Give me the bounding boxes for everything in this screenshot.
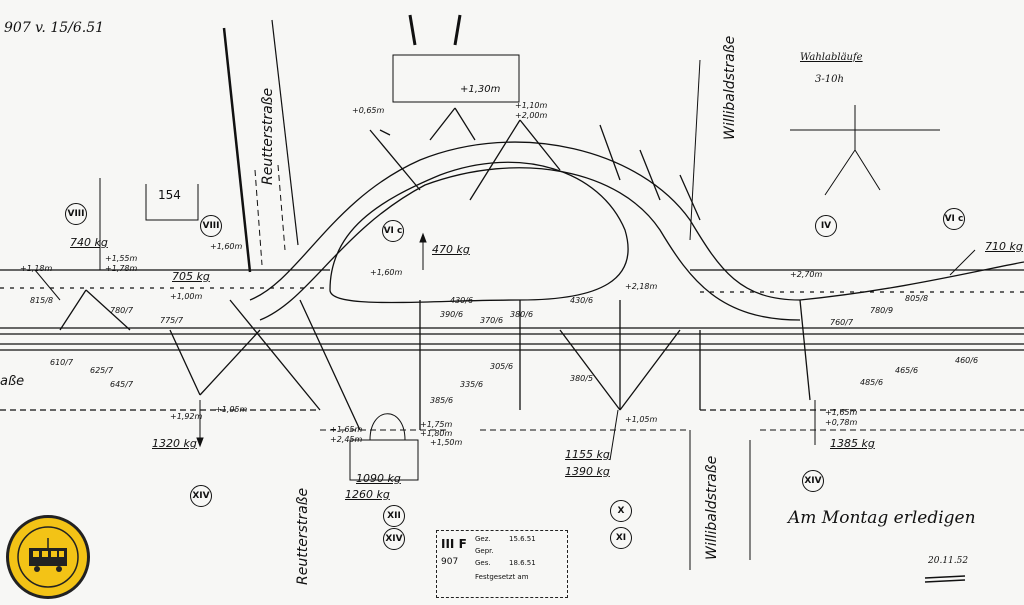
height-label: +1,65m bbox=[825, 408, 858, 417]
span-label: 805/8 bbox=[905, 294, 929, 303]
height-label: +1,92m bbox=[170, 412, 203, 421]
street-label-willibaldstrasse: Willibaldstraße bbox=[722, 35, 738, 140]
span-label: 380/5 bbox=[570, 374, 594, 383]
lower-box bbox=[349, 439, 419, 481]
load-label: 1155 kg bbox=[565, 448, 610, 461]
load-label: 710 kg bbox=[985, 240, 1023, 253]
load-label: 1090 kg bbox=[356, 472, 401, 485]
load-label: 1390 kg bbox=[565, 465, 610, 478]
block-number: 154 bbox=[158, 188, 181, 202]
span-label: 780/7 bbox=[110, 306, 134, 315]
height-label: +2,45m bbox=[330, 435, 363, 444]
top-right-note-2: 3-10h bbox=[815, 74, 844, 85]
stamp-code: III F bbox=[441, 537, 467, 551]
span-label: 485/6 bbox=[860, 378, 884, 387]
street-label-partial: aße bbox=[0, 374, 25, 389]
height-label: +1,75m bbox=[420, 420, 453, 429]
roman-marker: XI bbox=[610, 527, 632, 549]
load-arrows bbox=[34, 232, 976, 461]
height-label: +1,60m bbox=[370, 268, 403, 277]
top-right-sketch bbox=[790, 105, 940, 196]
height-label: +1,80m bbox=[420, 429, 453, 438]
span-label: 370/6 bbox=[480, 316, 504, 325]
street-label-reutterstrasse: Reutterstraße bbox=[260, 87, 276, 185]
roman-marker: VI c bbox=[943, 208, 965, 230]
load-label: 705 kg bbox=[172, 270, 210, 283]
span-label: 760/7 bbox=[830, 318, 854, 327]
height-label: +1,50m bbox=[430, 438, 463, 447]
span-label: 385/6 bbox=[430, 396, 454, 405]
title-stamp: III F 907 Gez. 15.6.51 Gepr. Ges. 18.6.5… bbox=[436, 530, 568, 598]
span-label: 335/6 bbox=[460, 380, 484, 389]
roman-marker: XII bbox=[383, 505, 405, 527]
top-pipes bbox=[408, 14, 462, 46]
span-label: 390/6 bbox=[440, 310, 464, 319]
load-label: 1320 kg bbox=[152, 437, 197, 450]
span-label: 610/7 bbox=[50, 358, 74, 367]
lower-arc bbox=[369, 413, 406, 441]
tram-club-logo bbox=[6, 515, 90, 599]
height-label: +1,05m bbox=[215, 405, 248, 414]
stamp-row3-date: 18.6.51 bbox=[509, 559, 536, 567]
height-label: +1,65m bbox=[330, 425, 363, 434]
roman-marker: XIV bbox=[802, 470, 824, 492]
height-label: +2,18m bbox=[625, 282, 658, 291]
turning-loop bbox=[59, 107, 1024, 431]
tram-icon bbox=[17, 526, 79, 588]
stamp-number: 907 bbox=[441, 557, 459, 567]
annotation-text: Am Montag erledigen bbox=[788, 508, 976, 528]
span-label: 780/9 bbox=[870, 306, 894, 315]
span-label: 305/6 bbox=[490, 362, 514, 371]
stamp-row1-date: 15.6.51 bbox=[509, 535, 536, 543]
height-label: +0,78m bbox=[825, 418, 858, 427]
height-label: +1,30m bbox=[460, 84, 501, 95]
span-label: 775/7 bbox=[160, 316, 184, 325]
tram-tracks bbox=[0, 269, 1024, 411]
height-label: +0,65m bbox=[352, 106, 385, 115]
stamp-row3-label: Ges. bbox=[475, 559, 491, 567]
height-label: +1,55m bbox=[105, 254, 138, 263]
span-label: 430/6 bbox=[570, 296, 594, 305]
roman-marker: X bbox=[610, 500, 632, 522]
span-label: 625/7 bbox=[90, 366, 114, 375]
stamp-row2-label: Gepr. bbox=[475, 547, 494, 555]
roman-marker: VIII bbox=[200, 215, 222, 237]
height-label: +1,00m bbox=[170, 292, 203, 301]
stamp-row1-label: Gez. bbox=[475, 535, 491, 543]
roman-marker: VIII bbox=[65, 203, 87, 225]
load-label: 740 kg bbox=[70, 236, 108, 249]
annotation-underline bbox=[924, 575, 966, 583]
load-label: 1260 kg bbox=[345, 488, 390, 501]
span-label: 380/6 bbox=[510, 310, 534, 319]
top-right-note-1: Wahlabläufe bbox=[800, 52, 863, 63]
building-box bbox=[392, 54, 520, 103]
span-label: 430/6 bbox=[450, 296, 474, 305]
roman-marker: VI c bbox=[382, 220, 404, 242]
street-label-reutterstrasse-bottom: Reutterstraße bbox=[295, 487, 311, 585]
height-label: +1,05m bbox=[625, 415, 658, 424]
annotation-date: 20.11.52 bbox=[928, 556, 969, 566]
street-edges bbox=[99, 19, 1024, 570]
header-note: 907 v. 15/6.51 bbox=[4, 20, 105, 36]
height-label: +1,10m bbox=[515, 101, 548, 110]
roman-marker: XIV bbox=[190, 485, 212, 507]
span-label: 645/7 bbox=[110, 380, 134, 389]
span-label: 460/6 bbox=[955, 356, 979, 365]
roman-marker: IV bbox=[815, 215, 837, 237]
height-label: +1,60m bbox=[210, 242, 243, 251]
span-label: 465/6 bbox=[895, 366, 919, 375]
roman-marker: XIV bbox=[383, 528, 405, 550]
height-label: +2,70m bbox=[790, 270, 823, 279]
height-label: +2,00m bbox=[515, 111, 548, 120]
load-label: 470 kg bbox=[432, 243, 470, 256]
height-label: +1,78m bbox=[105, 264, 138, 273]
load-label: 1385 kg bbox=[830, 437, 875, 450]
height-label: +1,18m bbox=[20, 264, 53, 273]
stamp-row4: Festgesetzt am bbox=[475, 573, 529, 581]
span-label: 815/8 bbox=[30, 296, 54, 305]
street-label-willibaldstrasse-bottom: Willibaldstraße bbox=[704, 455, 720, 560]
